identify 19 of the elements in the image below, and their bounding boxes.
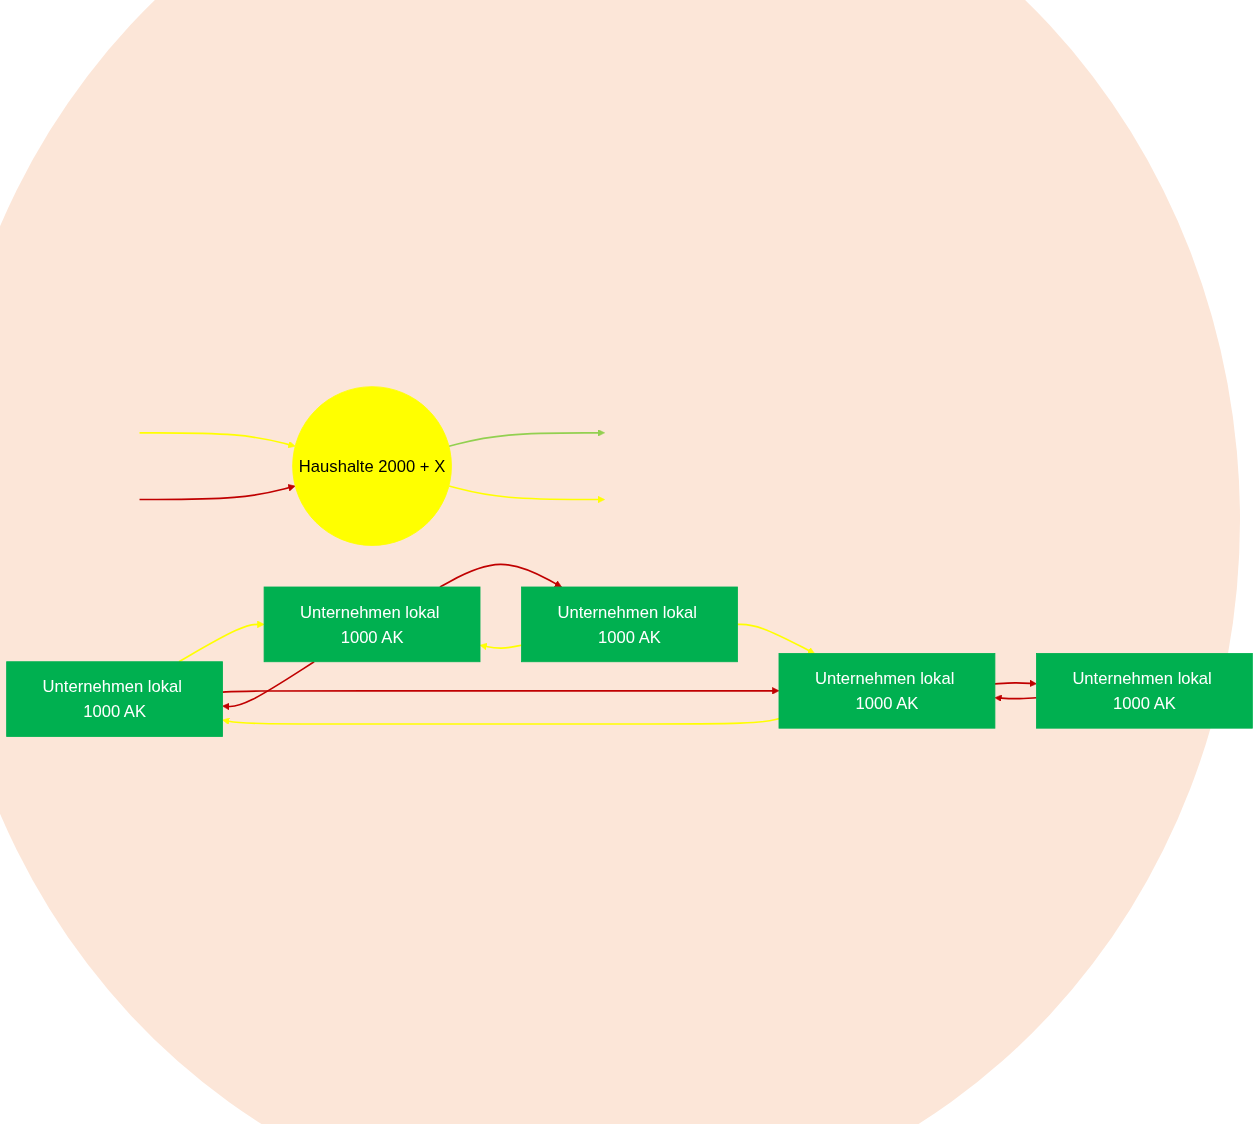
arrow	[221, 687, 780, 695]
arrow	[178, 621, 265, 663]
arrow	[736, 623, 815, 655]
arrow	[222, 718, 780, 726]
arrow	[439, 564, 562, 589]
node-box: Unternehmen lokal 1000 AK	[521, 587, 738, 663]
arrow	[448, 485, 605, 504]
arrow	[448, 429, 605, 448]
arrow	[138, 432, 296, 449]
arrow	[994, 680, 1037, 688]
arrow	[994, 695, 1038, 703]
node-box: Unternehmen lokal 1000 AK	[1036, 653, 1253, 730]
node-box: Unternehmen lokal 1000 AK	[778, 653, 996, 730]
arrow	[222, 661, 315, 711]
node-box: Unternehmen lokal 1000 AK	[6, 661, 223, 738]
node-box: Unternehmen lokal 1000 AK	[263, 587, 481, 663]
arrow	[479, 643, 523, 651]
arrow	[138, 484, 296, 501]
node-circle: Haushalte 2000 + X	[292, 386, 452, 547]
